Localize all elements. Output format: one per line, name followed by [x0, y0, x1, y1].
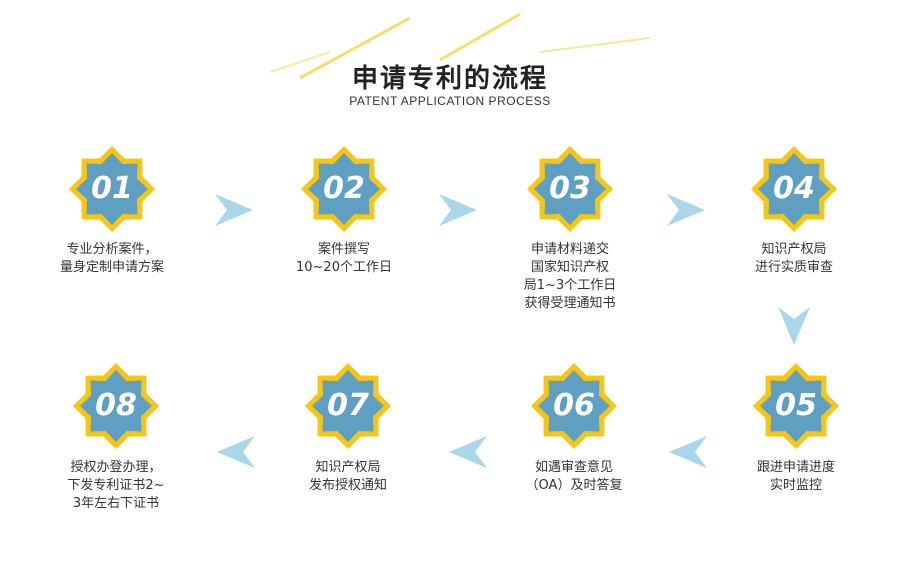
step-line: 如遇审查意见 — [534, 460, 613, 475]
step-line: 发布授权通知 — [308, 478, 387, 493]
step-line: 跟进申请进度 — [756, 460, 835, 475]
star-inner — [80, 370, 152, 442]
step-number: 06 — [553, 388, 595, 423]
star-badge-icon — [305, 363, 391, 449]
step-line: 专业分析案件， — [66, 242, 158, 257]
step-description: 案件撰写 10~20个工作日 — [259, 241, 429, 277]
star-badge: 01 — [69, 146, 155, 232]
step-line: 量身定制申请方案 — [59, 260, 164, 275]
arrow-left-icon — [449, 436, 487, 468]
step-description: 授权办登办理， 下发专利证书2~ 3年左右下证书 — [31, 459, 201, 513]
arrow-left-icon — [669, 436, 707, 468]
star-badge: 08 — [73, 363, 159, 449]
star-badge-icon — [73, 363, 159, 449]
star-inner — [76, 153, 148, 225]
step-line: 知识产权局 — [315, 460, 381, 475]
step-line: 3年左右下证书 — [72, 496, 160, 511]
step-line: 进行实质审查 — [754, 260, 833, 275]
step-line: 10~20个工作日 — [296, 260, 392, 275]
arrow-down-icon — [778, 307, 810, 345]
star-badge-icon — [69, 146, 155, 232]
star-badge: 04 — [751, 146, 837, 232]
step-number: 04 — [773, 171, 815, 206]
star-inner — [308, 153, 380, 225]
star-badge: 07 — [305, 363, 391, 449]
star-inner — [758, 153, 830, 225]
star-badge-icon — [301, 146, 387, 232]
arrow-right-icon — [667, 194, 705, 226]
step-description: 跟进申请进度 实时监控 — [711, 459, 881, 495]
step-line: 实时监控 — [769, 478, 822, 493]
star-inner — [760, 370, 832, 442]
star-badge: 06 — [531, 363, 617, 449]
step-line: 知识产权局 — [761, 242, 827, 257]
step-number: 08 — [95, 388, 137, 423]
page-title: 申请专利的流程 — [351, 64, 548, 94]
arrow-left-icon — [217, 436, 255, 468]
star-badge: 05 — [753, 363, 839, 449]
arrow-right-icon — [439, 194, 477, 226]
step-number: 05 — [775, 388, 817, 423]
step-description: 申请材料递交 国家知识产权 局1~3个工作日 获得受理通知书 — [485, 241, 655, 313]
star-inner — [538, 370, 610, 442]
step-line: 授权办登办理， — [70, 460, 162, 475]
star-inner — [534, 153, 606, 225]
step-number: 03 — [549, 171, 591, 206]
page-subtitle: PATENT APPLICATION PROCESS — [349, 94, 551, 108]
step-line: 下发专利证书2~ — [67, 478, 165, 493]
star-badge-icon — [527, 146, 613, 232]
step-number: 07 — [327, 388, 369, 423]
step-number: 01 — [91, 171, 133, 206]
star-badge-icon — [751, 146, 837, 232]
step-description: 专业分析案件， 量身定制申请方案 — [27, 241, 197, 277]
star-inner — [312, 370, 384, 442]
step-description: 知识产权局 进行实质审查 — [709, 241, 879, 277]
arrow-right-icon — [215, 194, 253, 226]
step-line: 国家知识产权 — [530, 260, 609, 275]
step-line: 局1~3个工作日 — [523, 278, 617, 293]
star-badge: 02 — [301, 146, 387, 232]
step-line: 获得受理通知书 — [524, 296, 616, 311]
star-badge: 03 — [527, 146, 613, 232]
star-badge-icon — [531, 363, 617, 449]
step-number: 02 — [323, 171, 365, 206]
step-description: 知识产权局 发布授权通知 — [263, 459, 433, 495]
step-line: （OA）及时答复 — [525, 478, 623, 493]
star-badge-icon — [753, 363, 839, 449]
step-line: 申请材料递交 — [530, 242, 609, 257]
step-line: 案件撰写 — [317, 242, 370, 257]
step-description: 如遇审查意见 （OA）及时答复 — [489, 459, 659, 495]
